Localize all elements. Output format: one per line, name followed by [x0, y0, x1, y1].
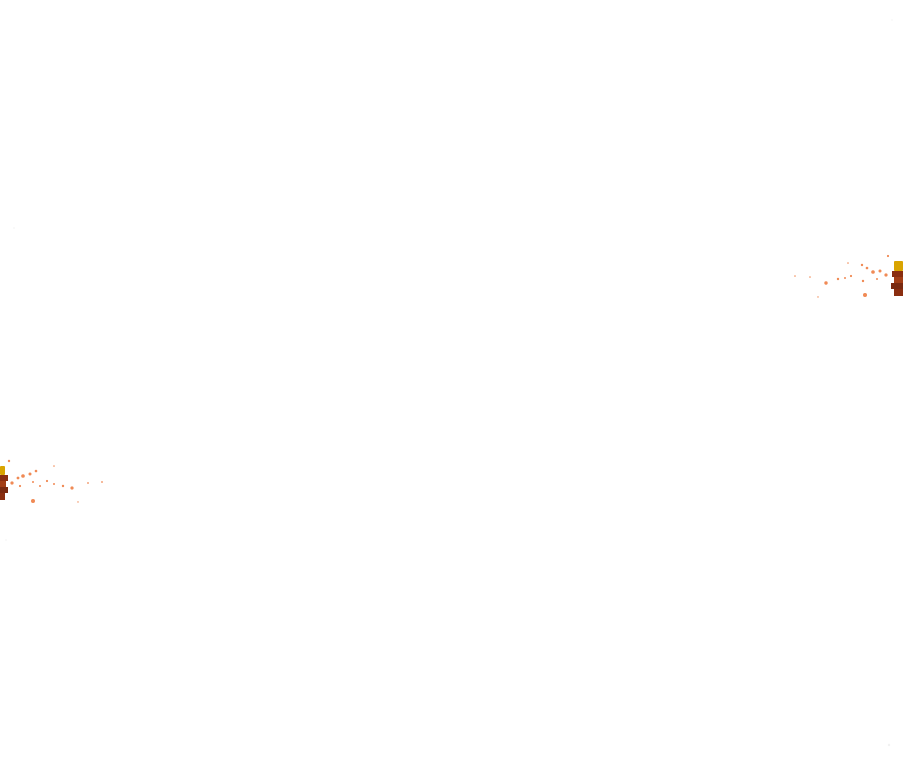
background-speckles [5, 19, 893, 747]
left-firework-sprite [0, 459, 103, 503]
right-firework-sprite [794, 254, 903, 298]
firework-sprite-icon [891, 261, 903, 296]
spark-trail [794, 254, 890, 298]
spark-trail [7, 459, 103, 503]
firework-sprite-icon [0, 466, 8, 500]
